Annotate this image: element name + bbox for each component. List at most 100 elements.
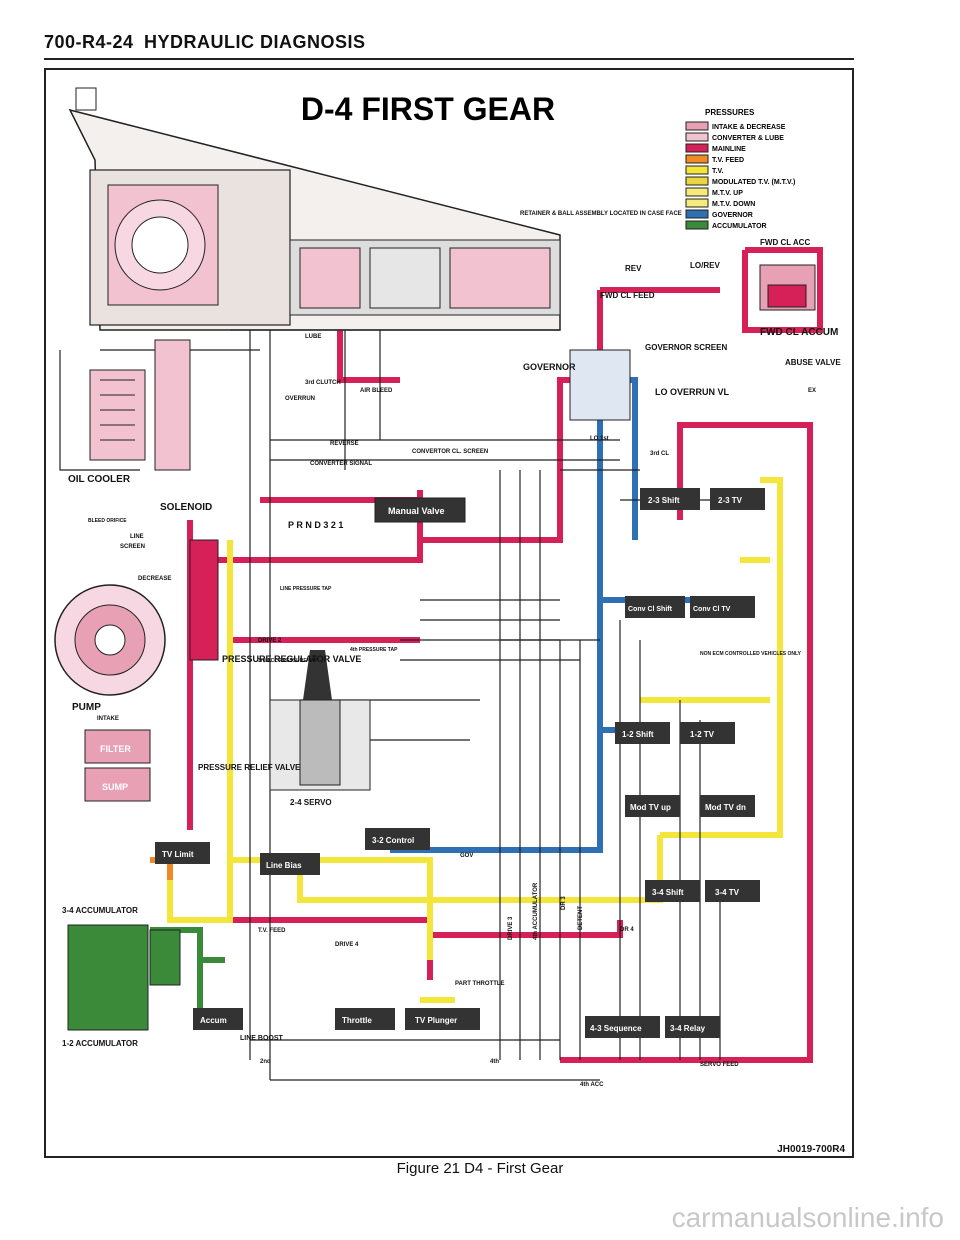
pump bbox=[54, 584, 166, 696]
label-conv-cl-shift: Conv Cl Shift bbox=[628, 606, 673, 613]
label-shift-23: 2-3 Shift bbox=[648, 496, 680, 505]
filter-box bbox=[84, 729, 151, 764]
legend-swatch bbox=[685, 187, 709, 197]
label-intake: INTAKE bbox=[97, 716, 119, 722]
label-air-bleed: AIR BLEED bbox=[360, 388, 393, 394]
manual-valve bbox=[374, 497, 466, 523]
label-filter: FILTER bbox=[100, 744, 131, 754]
label-drive3: DRIVE 3 bbox=[508, 916, 514, 940]
label-non-ecm: NON ECM CONTROLLED VEHICLES ONLY bbox=[700, 651, 802, 657]
label-lo1st: LO 1st bbox=[590, 436, 609, 442]
label-gov: GOV bbox=[460, 853, 473, 859]
label-pressure-regulator: PRESSURE REGULATOR VALVE bbox=[222, 654, 361, 664]
label-solenoid: SOLENOID bbox=[160, 502, 212, 513]
label-screen: SCREEN bbox=[120, 544, 145, 550]
label-bleed-orifice: BLEED ORIFICE bbox=[88, 518, 127, 524]
label-converter-signal: CONVERTER SIGNAL bbox=[310, 461, 372, 467]
label-servo-feed: SERVO FEED bbox=[700, 1062, 739, 1068]
label-acc4-tap: 4th PRESSURE TAP bbox=[350, 647, 398, 653]
label-control-32: 3-2 Control bbox=[372, 836, 414, 845]
label-lo-overrun: LO OVERRUN VL bbox=[655, 387, 730, 397]
transmission-case bbox=[68, 87, 561, 331]
label-accum: Accum bbox=[200, 1016, 227, 1025]
label-tv-23: 2-3 TV bbox=[718, 496, 743, 505]
label-fwd-cl-acc: FWD CL ACC bbox=[760, 238, 810, 247]
figure-caption: Figure 21 D4 - First Gear bbox=[396, 1160, 564, 1177]
pressure-regulator bbox=[189, 539, 219, 661]
page-code: 700-R4-24 bbox=[44, 32, 134, 52]
label-oil-cooler: OIL COOLER bbox=[68, 474, 131, 485]
oil-cooler bbox=[89, 369, 146, 461]
label-second: 2nd bbox=[260, 1059, 271, 1065]
label-pressure-relief: PRESSURE RELIEF VALVE bbox=[198, 763, 301, 772]
legend-label: GOVERNOR bbox=[712, 212, 753, 219]
label-mod-tv-up: Mod TV up bbox=[630, 803, 671, 812]
label-fourth-acc: 4th ACC bbox=[580, 1082, 604, 1088]
legend-swatch bbox=[685, 132, 709, 142]
sump-box bbox=[84, 767, 151, 802]
label-conv-cl-screen: CONVERTOR CL. SCREEN bbox=[412, 449, 488, 455]
label-reverse: REVERSE bbox=[330, 441, 359, 447]
diagram-title: D-4 FIRST GEAR bbox=[301, 91, 555, 127]
label-governor-screen: GOVERNOR SCREEN bbox=[645, 343, 727, 352]
legend-label: M.T.V. DOWN bbox=[712, 201, 755, 208]
legend-label: MODULATED T.V. (M.T.V.) bbox=[712, 179, 795, 186]
label-relay-34: 3-4 Relay bbox=[670, 1024, 706, 1033]
label-servo: 2-4 SERVO bbox=[290, 798, 332, 807]
diagram-labels: RETAINER & BALL ASSEMBLY LOCATED IN CASE… bbox=[62, 211, 841, 1088]
governor-body bbox=[569, 349, 631, 421]
figure-code: JH0019-700R4 bbox=[777, 1144, 845, 1155]
label-shift-34: 3-4 Shift bbox=[652, 888, 684, 897]
label-manual-valve: Manual Valve bbox=[388, 506, 445, 516]
label-prnd: P R N D 3 2 1 bbox=[288, 520, 343, 530]
label-mod-tv-dn: Mod TV dn bbox=[705, 803, 746, 812]
legend-label: M.T.V. UP bbox=[712, 190, 743, 197]
label-detent: DETENT bbox=[578, 906, 584, 930]
label-cl3: 3rd CL bbox=[650, 451, 669, 457]
legend-swatch bbox=[685, 143, 709, 153]
legend-label: CONVERTER & LUBE bbox=[712, 135, 784, 142]
converter-clutch-valve bbox=[154, 339, 191, 471]
label-part-throttle: PART THROTTLE bbox=[455, 981, 505, 987]
label-drive4: DRIVE 4 bbox=[335, 942, 359, 948]
diagram-frame bbox=[44, 68, 854, 1158]
label-overrun: OVERRUN bbox=[285, 396, 315, 402]
legend-swatch bbox=[685, 154, 709, 164]
label-retainer: RETAINER & BALL ASSEMBLY LOCATED IN CASE… bbox=[520, 211, 682, 217]
legend-label: T.V. FEED bbox=[712, 157, 744, 164]
accumulator-1-2-piston bbox=[149, 929, 181, 986]
label-pump: PUMP bbox=[72, 702, 101, 713]
label-tv-feed: T.V. FEED bbox=[258, 928, 286, 934]
page-section-title: HYDRAULIC DIAGNOSIS bbox=[144, 32, 366, 52]
label-tv-plunger: TV Plunger bbox=[415, 1016, 457, 1025]
label-tv-limit: TV Limit bbox=[162, 850, 194, 859]
accumulator-3-4 bbox=[67, 924, 149, 1031]
label-drive2: DRIVE 2 bbox=[258, 638, 282, 644]
label-line-bias: Line Bias bbox=[266, 861, 302, 870]
label-accumulator4: 4th ACCUMULATOR bbox=[533, 882, 539, 940]
label-tv-12: 1-2 TV bbox=[690, 730, 715, 739]
legend-title: PRESSURES bbox=[705, 108, 755, 117]
legend-swatch bbox=[685, 198, 709, 208]
label-tv-34: 3-4 TV bbox=[715, 888, 740, 897]
label-rev: REV bbox=[625, 264, 642, 273]
label-fwd-cl-accum: FWD CL ACCUM bbox=[760, 327, 838, 338]
label-lube: LUBE bbox=[305, 334, 321, 340]
label-conv-cl-tv: Conv Cl TV bbox=[693, 606, 731, 613]
legend-swatch bbox=[685, 220, 709, 230]
legend-label: T.V. bbox=[712, 168, 723, 175]
label-sump: SUMP bbox=[102, 782, 128, 792]
vertical-labels: DRIVE 3 4th ACCUMULATOR DETENT DR 3 bbox=[508, 882, 584, 940]
legend-label: INTAKE & DECREASE bbox=[712, 124, 786, 131]
legend-swatch bbox=[685, 209, 709, 219]
page-header: 700-R4-24 HYDRAULIC DIAGNOSIS bbox=[44, 28, 854, 60]
label-acc3-tap: 3rd ACC PRESSURE TAP bbox=[258, 658, 318, 664]
fwd-clutch-accumulator bbox=[759, 264, 816, 311]
label-seq-43: 4-3 Sequence bbox=[590, 1024, 642, 1033]
label-governor: GOVERNOR bbox=[523, 362, 576, 372]
label-line: LINE bbox=[130, 534, 144, 540]
label-clutch3: 3rd CLUTCH bbox=[305, 380, 341, 386]
label-acc12: 1-2 ACCUMULATOR bbox=[62, 1039, 138, 1048]
label-abuse-valve: ABUSE VALVE bbox=[785, 358, 841, 367]
